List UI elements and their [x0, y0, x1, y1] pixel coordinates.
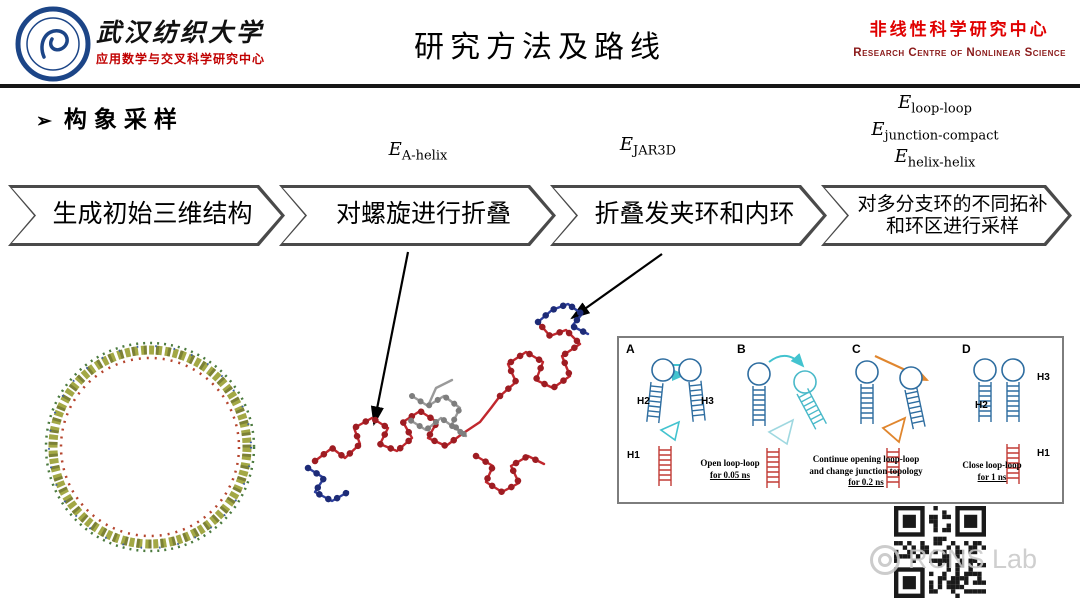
- flow-step-2-fill: [283, 188, 552, 243]
- flow-step-2-label: 对螺旋进行折叠: [335, 201, 511, 229]
- loop-loop-mechanism-panel: A B C D H2 H3 H1 H2 H3 H1 Open loop-loop…: [617, 336, 1064, 504]
- slide-title: 研究方法及路线: [414, 31, 666, 64]
- section-title: 构象采样: [63, 107, 184, 132]
- rcns-logo-icon: [870, 544, 900, 575]
- folded-3d-structure-image: [304, 300, 592, 505]
- rna-ring: [44, 341, 256, 553]
- gray-strand-beads: [407, 393, 469, 439]
- flow-step-1-label: 生成初始三维结构: [52, 201, 253, 229]
- bullet-arrow-icon: ➢: [36, 111, 52, 132]
- caption-close-loop-loop: Close loop-loop for 1 ns: [962, 460, 1022, 482]
- blue-strand-beads: [304, 300, 592, 505]
- rcns-logo-inner: [878, 552, 892, 567]
- qr-code: [894, 506, 986, 598]
- blue-strand: [306, 302, 590, 503]
- red-strand: [313, 320, 582, 494]
- centre-name-en: Research Centre of Nonlinear Science: [853, 47, 1066, 59]
- helix-label-a-h2: H2: [637, 396, 650, 407]
- watermark-text: RCNS Lab: [908, 544, 1038, 574]
- helix-label-a-h1: H1: [627, 450, 640, 461]
- centre-name-cn: 非线性科学研究中心: [869, 20, 1050, 39]
- energy-label-jar3d: EJAR3D: [619, 134, 677, 159]
- panel-letter-b: B: [737, 342, 746, 356]
- caption-continue-opening: Continue opening loop-loop and change ju…: [809, 454, 923, 488]
- flow-step-1: 生成初始三维结构: [8, 185, 285, 246]
- red-strand-beads: [311, 318, 584, 496]
- panel-letter-d: D: [962, 342, 971, 356]
- helix-label-d-h1: H1: [1037, 448, 1050, 459]
- flow-step-3-label: 折叠发夹环和内环: [594, 201, 795, 229]
- helix-label-d-h2: H2: [975, 400, 988, 411]
- university-logo-icon: [15, 6, 91, 82]
- energy-label-a-helix: EA-helix: [388, 139, 448, 164]
- energy-label-junction-compact: Ejunction-compact: [871, 119, 999, 144]
- panel-a-art: [646, 358, 706, 487]
- flow-step-2: 对螺旋进行折叠: [279, 185, 556, 246]
- panel-schematics: [646, 353, 1025, 489]
- flow-step-4: 对多分支环的不同拓补 和环区进行采样: [821, 185, 1072, 246]
- initial-circular-structure-image: [44, 341, 256, 553]
- flow-step-3-fill: [554, 188, 823, 243]
- flow-step-4-label: 对多分支环的不同拓补 和环区进行采样: [857, 193, 1048, 237]
- university-name: 武汉纺织大学: [96, 20, 265, 47]
- university-center-name: 应用数学与交叉科学研究中心: [96, 52, 266, 66]
- panel-letter-a: A: [626, 342, 635, 356]
- helix-label-d-h3: H3: [1037, 372, 1050, 383]
- energy-label-loop-loop: Eloop-loop: [898, 92, 972, 117]
- header-divider: [0, 84, 1080, 88]
- energy-label-column: Eloop-loop Ejunction-compact Ehelix-heli…: [810, 92, 1060, 173]
- section-heading: ➢ 构象采样: [36, 100, 184, 134]
- flow-step-1-fill: [12, 188, 281, 243]
- watermark: RCNS Lab: [870, 544, 1037, 575]
- flow-step-4-fill: [825, 188, 1068, 243]
- header-right-block: 非线性科学研究中心 Research Centre of Nonlinear S…: [853, 15, 1066, 59]
- helix-label-a-h3: H3: [701, 396, 714, 407]
- panel-c-art: [855, 355, 929, 489]
- flow-step-3: 折叠发夹环和内环: [550, 185, 827, 246]
- caption-open-loop-loop: Open loop-loop for 0.05 ns: [700, 458, 760, 480]
- panel-letter-c: C: [852, 342, 861, 356]
- energy-label-helix-helix: Ehelix-helix: [894, 146, 976, 171]
- panel-b-art: [747, 353, 828, 489]
